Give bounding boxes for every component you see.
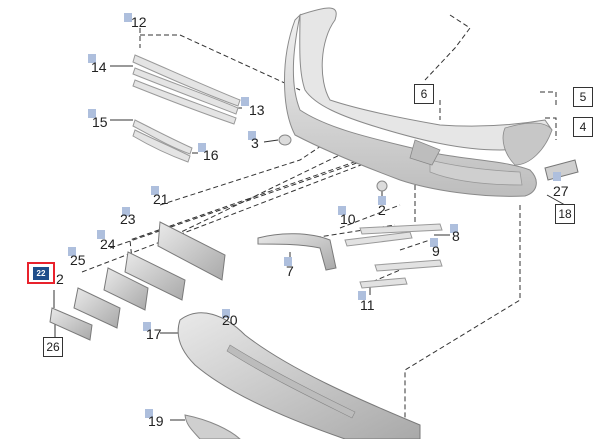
callout-8[interactable]: 8 xyxy=(452,228,460,244)
callout-marker xyxy=(198,143,206,152)
callout-27[interactable]: 27 xyxy=(553,183,569,199)
callout-3[interactable]: 3 xyxy=(251,135,259,151)
callout-2-upper[interactable]: 2 xyxy=(378,202,386,218)
callout-marker xyxy=(97,230,105,239)
bumper-cover xyxy=(284,7,553,197)
side-trims xyxy=(257,159,579,289)
callout-marker xyxy=(222,309,230,318)
callout-14[interactable]: 14 xyxy=(91,59,107,75)
selected-callout-22[interactable]: 22 xyxy=(33,267,49,280)
callout-marker xyxy=(88,109,96,118)
callout-marker xyxy=(553,172,561,181)
callout-marker xyxy=(241,97,249,106)
callout-marker xyxy=(248,131,256,140)
plate-brackets xyxy=(49,221,226,341)
grille-strips xyxy=(132,54,241,163)
callout-marker xyxy=(68,247,76,256)
callout-23[interactable]: 23 xyxy=(120,211,136,227)
callout-marker xyxy=(88,54,96,63)
callout-marker xyxy=(358,291,366,300)
lower-spoiler xyxy=(177,312,421,440)
callout-box-5[interactable]: 5 xyxy=(573,87,593,107)
callout-2-lower[interactable]: 2 xyxy=(56,271,64,287)
callout-24[interactable]: 24 xyxy=(100,236,116,252)
selected-callout-highlight[interactable]: 22 xyxy=(27,262,55,284)
callout-13[interactable]: 13 xyxy=(249,102,265,118)
callout-marker xyxy=(151,186,159,195)
bolts xyxy=(278,134,388,192)
callout-7[interactable]: 7 xyxy=(286,263,294,279)
callout-marker xyxy=(430,238,438,247)
callout-marker xyxy=(145,409,153,418)
callout-box-6[interactable]: 6 xyxy=(414,84,434,104)
callout-10[interactable]: 10 xyxy=(340,211,356,227)
callout-21[interactable]: 21 xyxy=(153,191,169,207)
callout-marker xyxy=(338,206,346,215)
callout-19[interactable]: 19 xyxy=(148,413,164,429)
callout-box-18[interactable]: 18 xyxy=(555,204,575,224)
callout-9[interactable]: 9 xyxy=(432,243,440,259)
callout-20[interactable]: 20 xyxy=(222,312,238,328)
callout-box-26[interactable]: 26 xyxy=(43,337,63,357)
callout-15[interactable]: 15 xyxy=(92,114,108,130)
callout-marker xyxy=(450,224,458,233)
callout-marker xyxy=(378,196,386,205)
callout-marker xyxy=(124,13,132,22)
callout-marker xyxy=(122,207,130,216)
callout-12[interactable]: 12 xyxy=(131,14,147,30)
callout-marker xyxy=(284,257,292,266)
callout-16[interactable]: 16 xyxy=(203,147,219,163)
callout-25[interactable]: 25 xyxy=(70,252,86,268)
callout-17[interactable]: 17 xyxy=(146,326,162,342)
callout-11[interactable]: 11 xyxy=(360,297,375,313)
callout-marker xyxy=(143,322,151,331)
callout-box-4[interactable]: 4 xyxy=(573,117,593,137)
